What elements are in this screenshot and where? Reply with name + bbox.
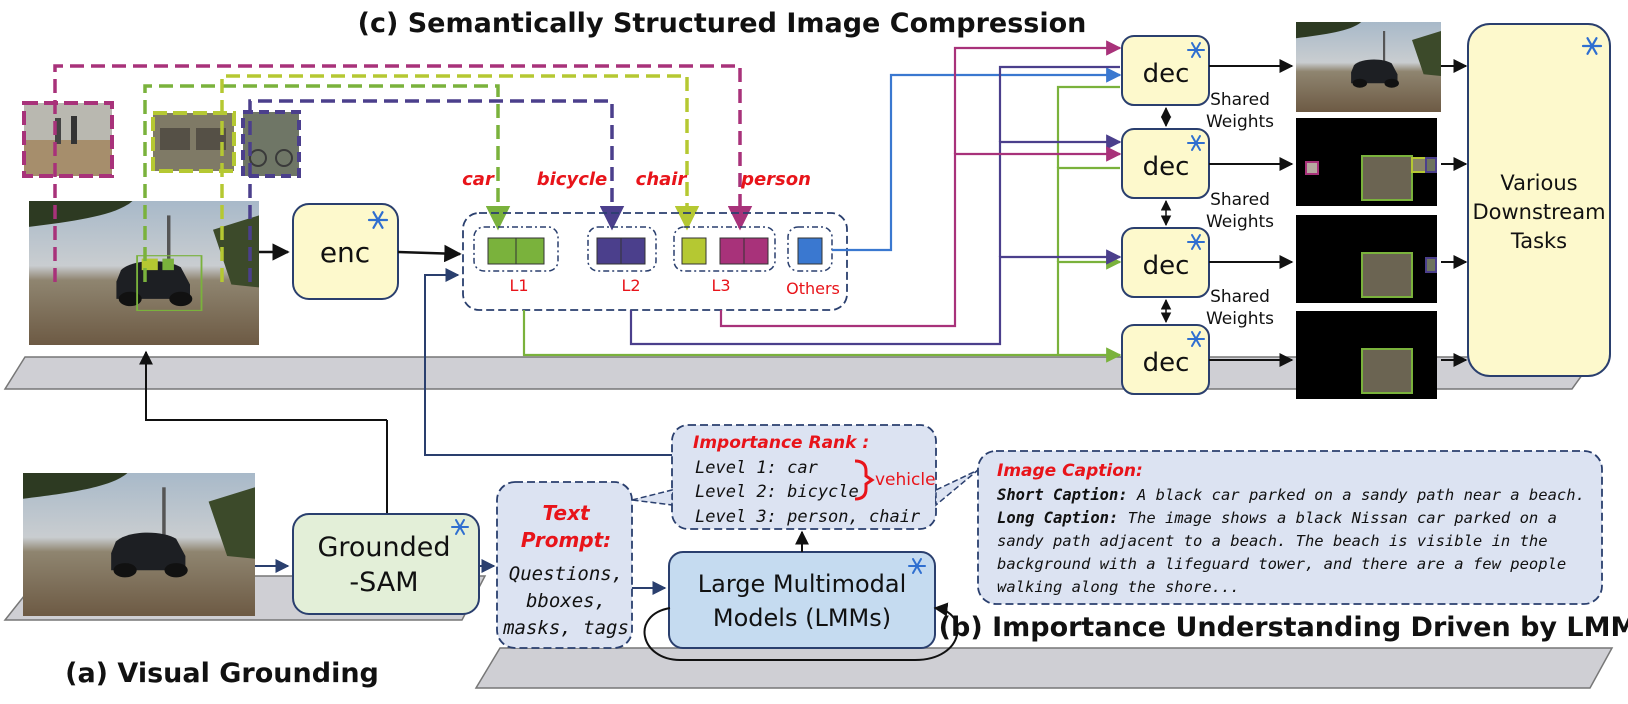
shared-weights-3b: Weights bbox=[1206, 309, 1274, 329]
snowflake-icon bbox=[1187, 331, 1205, 347]
svg-text:dec: dec bbox=[1143, 251, 1190, 281]
label-car: car bbox=[462, 169, 495, 190]
label-l3: L3 bbox=[711, 276, 730, 295]
title-b: (b) Importance Understanding Driven by L… bbox=[939, 612, 1628, 643]
l3-group bbox=[673, 226, 776, 272]
dec-box-1: dec bbox=[1121, 35, 1210, 106]
title-c: (c) Semantically Structured Image Compre… bbox=[358, 8, 1087, 39]
shared-weights-1b: Weights bbox=[1206, 112, 1274, 132]
l2-group bbox=[587, 226, 657, 272]
output-image-l2 bbox=[1296, 215, 1437, 303]
svg-text:Prompt:: Prompt: bbox=[521, 528, 611, 552]
output-image-l1 bbox=[1296, 311, 1437, 399]
snowflake-icon bbox=[908, 558, 926, 574]
text-prompt-box bbox=[496, 481, 633, 649]
svg-text:Text: Text bbox=[542, 501, 591, 525]
svg-text:dec: dec bbox=[1143, 59, 1190, 89]
enc-label: enc bbox=[320, 236, 370, 269]
downstream-box bbox=[1467, 23, 1611, 377]
platform-b bbox=[474, 647, 1614, 689]
svg-text:Downstream: Downstream bbox=[1472, 200, 1605, 224]
shared-weights-2a: Shared bbox=[1210, 190, 1270, 210]
svg-text:Level 3: person, chair: Level 3: person, chair bbox=[695, 507, 921, 527]
latent-container bbox=[462, 212, 848, 311]
dec-box-4: dec bbox=[1121, 324, 1210, 395]
output-image-l3 bbox=[1296, 118, 1437, 206]
svg-text:sandy path adjacent to a beach: sandy path adjacent to a beach. The beac… bbox=[997, 532, 1548, 550]
snowflake-icon bbox=[451, 519, 469, 535]
lmm-box bbox=[668, 551, 936, 649]
crop-person bbox=[22, 101, 114, 178]
svg-text:Large Multimodal: Large Multimodal bbox=[698, 570, 907, 598]
snowflake-icon bbox=[1187, 135, 1205, 151]
importance-rank-box bbox=[671, 424, 937, 530]
crop-routing-lines bbox=[53, 64, 753, 282]
snowflake-icon bbox=[367, 211, 389, 229]
svg-text:Grounded: Grounded bbox=[317, 532, 450, 563]
svg-text:vehicle: vehicle bbox=[875, 470, 936, 490]
latent-to-dec-lines bbox=[522, 40, 1122, 363]
label-l1: L1 bbox=[509, 276, 528, 295]
output-image-full bbox=[1296, 22, 1441, 112]
svg-text:-SAM: -SAM bbox=[349, 567, 418, 598]
label-l2: L2 bbox=[621, 276, 640, 295]
svg-text:Short Caption: A black car par: Short Caption: A black car parked on a s… bbox=[997, 486, 1585, 504]
dec-box-3: dec bbox=[1121, 227, 1210, 298]
input-image-grounded bbox=[29, 201, 259, 345]
svg-text:dec: dec bbox=[1143, 152, 1190, 182]
label-chair: chair bbox=[636, 169, 688, 190]
svg-text:Importance Rank :: Importance Rank : bbox=[693, 433, 869, 453]
grounded-sam-box bbox=[292, 513, 480, 615]
l1-group bbox=[473, 226, 559, 272]
shared-weights-2b: Weights bbox=[1206, 212, 1274, 232]
svg-text:masks, tags: masks, tags bbox=[502, 617, 629, 639]
shared-weights-1a: Shared bbox=[1210, 90, 1270, 110]
label-bicycle: bicycle bbox=[537, 169, 608, 190]
svg-text:Long Caption: The image shows: Long Caption: The image shows a black Ni… bbox=[997, 509, 1557, 527]
label-person: person bbox=[740, 169, 811, 190]
image-caption-box bbox=[977, 450, 1603, 605]
label-others: Others bbox=[786, 279, 840, 298]
svg-text:Tasks: Tasks bbox=[1510, 229, 1567, 253]
snowflake-icon bbox=[1187, 234, 1205, 250]
svg-text:Various: Various bbox=[1500, 171, 1577, 195]
dec-box-2: dec bbox=[1121, 128, 1210, 199]
crop-bicycle bbox=[241, 110, 301, 178]
svg-text:Models (LMMs): Models (LMMs) bbox=[713, 604, 891, 632]
title-a: (a) Visual Grounding bbox=[65, 658, 379, 689]
svg-text:Level 2: bicycle: Level 2: bicycle bbox=[695, 482, 859, 502]
input-image-raw bbox=[23, 473, 255, 616]
svg-text:background with a lifeguard to: background with a lifeguard tower, and t… bbox=[997, 555, 1566, 573]
shared-weights-3a: Shared bbox=[1210, 287, 1270, 307]
svg-text:Level 1: car: Level 1: car bbox=[695, 458, 819, 478]
enc-box bbox=[292, 203, 399, 300]
svg-text:bboxes,: bboxes, bbox=[526, 590, 606, 612]
svg-text:Questions,: Questions, bbox=[509, 563, 623, 585]
svg-text:dec: dec bbox=[1143, 348, 1190, 378]
snowflake-icon bbox=[1581, 37, 1603, 55]
svg-text:walking along the shore...: walking along the shore... bbox=[997, 578, 1240, 596]
snowflake-icon bbox=[1187, 42, 1205, 58]
svg-text:Image Caption:: Image Caption: bbox=[997, 461, 1143, 481]
